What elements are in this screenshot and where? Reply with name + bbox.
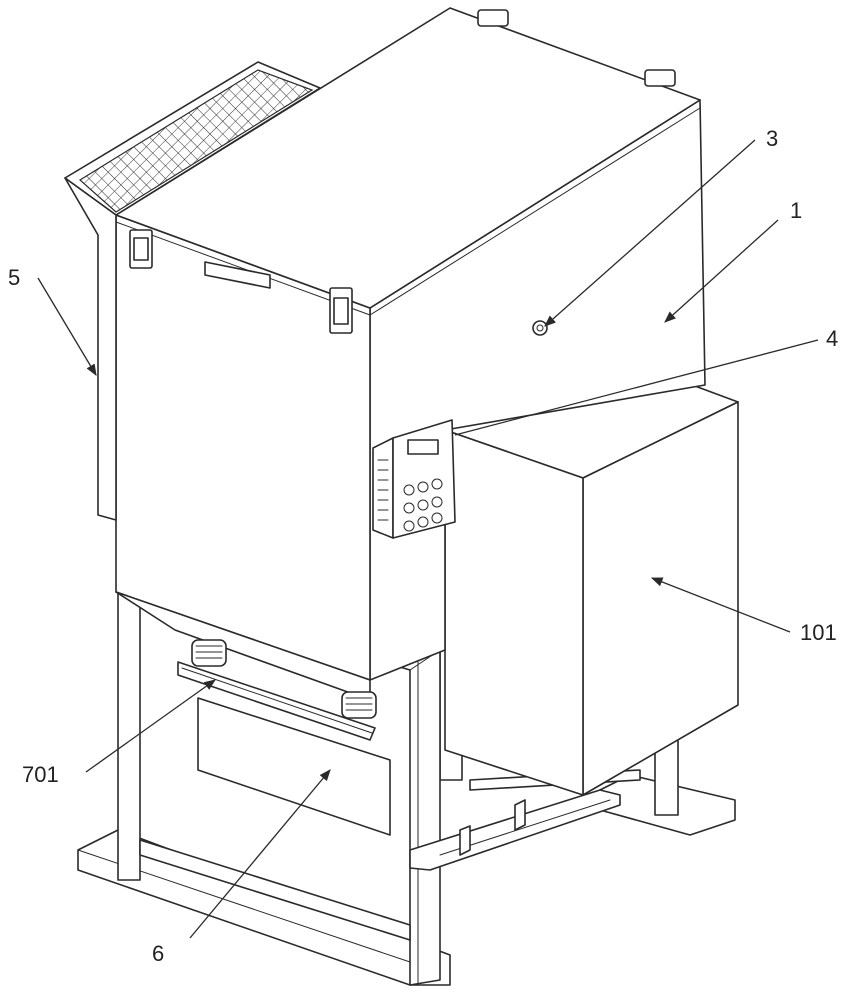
label-6: 6: [152, 941, 164, 966]
spring-left: [192, 640, 226, 666]
label-1: 1: [790, 198, 802, 223]
label-101: 101: [800, 620, 837, 645]
leader-5: [38, 278, 96, 375]
label-701: 701: [22, 762, 59, 787]
label-5: 5: [8, 265, 20, 290]
label-3: 3: [766, 126, 778, 151]
leader-701: [86, 680, 215, 772]
label-4: 4: [826, 326, 838, 351]
spring-right: [342, 692, 376, 718]
